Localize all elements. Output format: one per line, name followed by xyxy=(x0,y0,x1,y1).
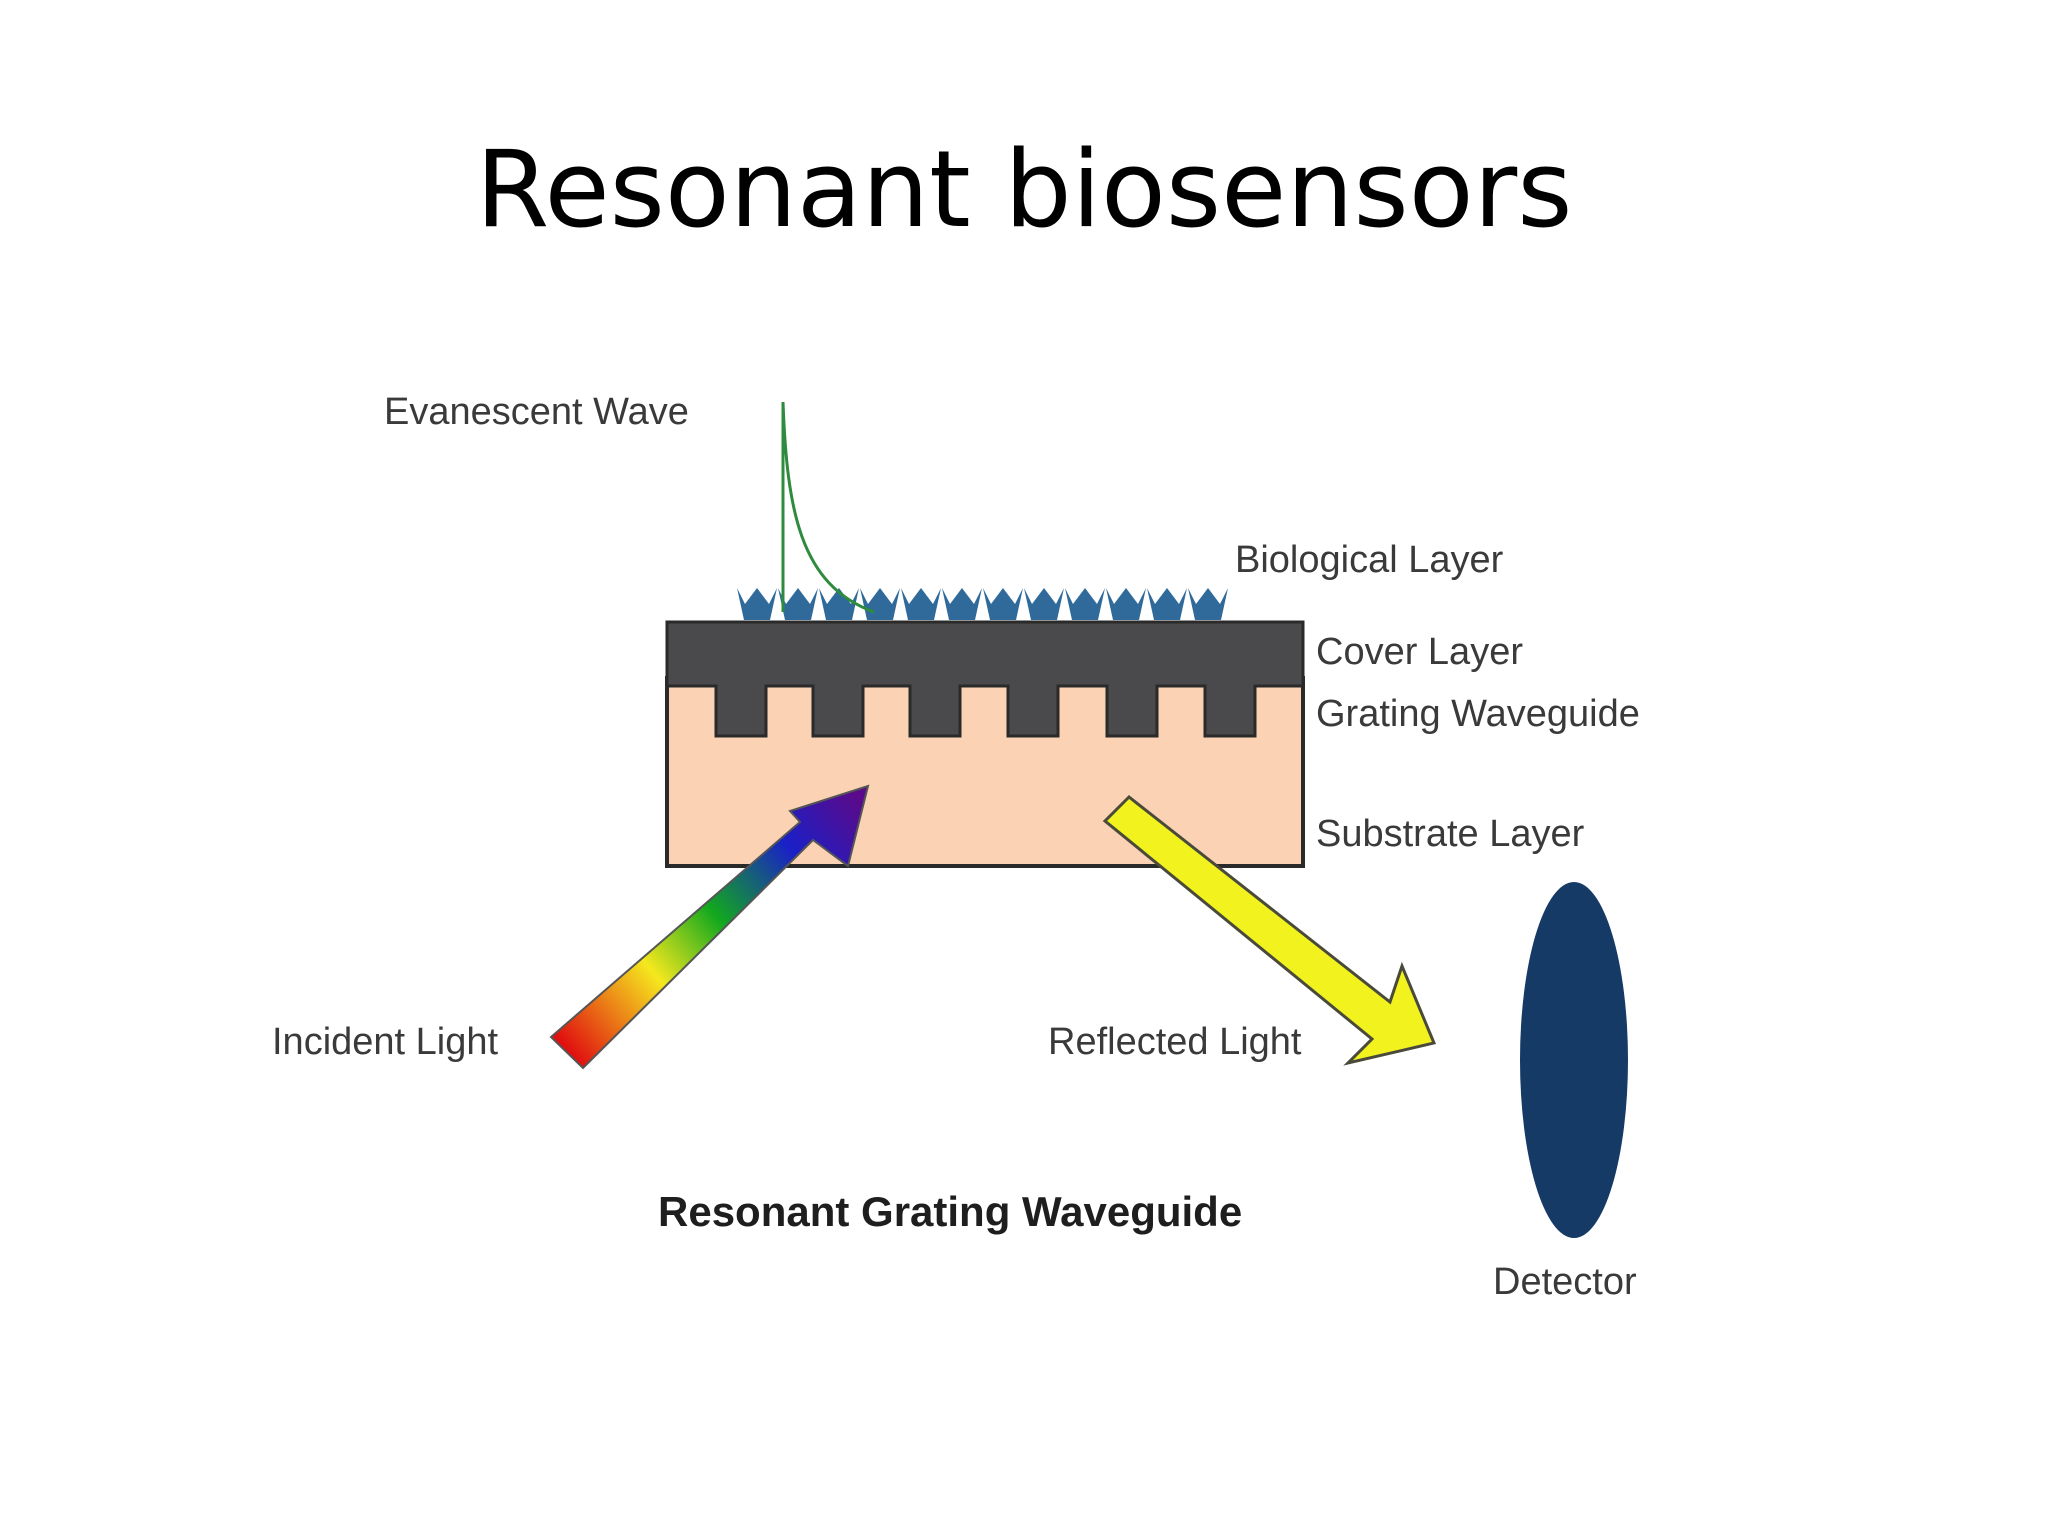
label-reflected-light: Reflected Light xyxy=(1048,1021,1302,1063)
reflected-light-arrow xyxy=(1102,794,1437,1066)
label-substrate-layer: Substrate Layer xyxy=(1316,813,1585,855)
label-detector: Detector xyxy=(1493,1261,1637,1303)
biological-molecule xyxy=(1147,588,1187,620)
evanescent-wave-curve xyxy=(781,401,875,614)
incident-light-arrow xyxy=(549,784,870,1070)
cover-layer xyxy=(665,620,1305,738)
biological-molecule xyxy=(983,588,1023,620)
detector xyxy=(1520,882,1628,1238)
substrate-layer xyxy=(665,676,1305,868)
biological-molecule xyxy=(819,588,859,620)
slide-title: Resonant biosensors xyxy=(475,128,1573,251)
biological-molecule xyxy=(778,588,818,620)
label-evanescent-wave: Evanescent Wave xyxy=(384,391,689,433)
biological-molecules xyxy=(737,588,1228,620)
label-cover-layer: Cover Layer xyxy=(1316,631,1523,673)
label-grating-waveguide: Grating Waveguide xyxy=(1316,693,1640,735)
biological-molecule xyxy=(1024,588,1064,620)
biological-molecule xyxy=(942,588,982,620)
label-biological-layer: Biological Layer xyxy=(1235,539,1504,581)
biological-molecule xyxy=(1106,588,1146,620)
label-incident-light: Incident Light xyxy=(272,1021,498,1063)
biological-molecule xyxy=(1065,588,1105,620)
biological-molecule xyxy=(901,588,941,620)
biological-molecule xyxy=(737,588,777,620)
biological-molecule xyxy=(860,588,900,620)
diagram-caption: Resonant Grating Waveguide xyxy=(658,1188,1242,1235)
biological-molecule xyxy=(1188,588,1228,620)
